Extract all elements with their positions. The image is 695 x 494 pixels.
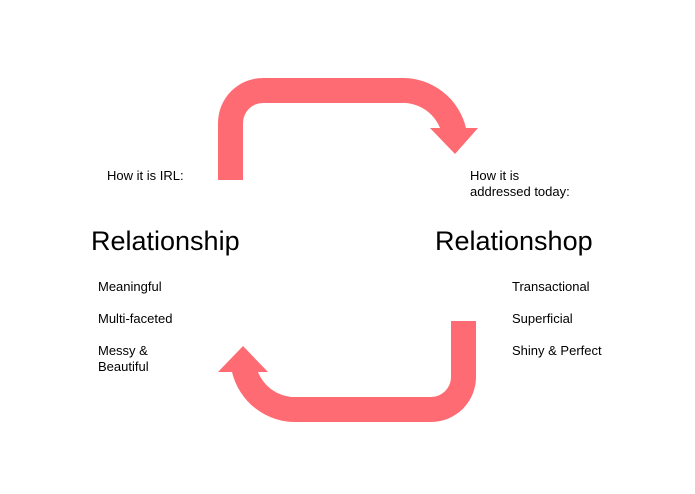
trait-meaningful: Meaningful [98, 279, 162, 294]
bottom-curved-arrow [218, 321, 476, 423]
irl-caption: How it is IRL: [107, 168, 184, 183]
trait-superficial: Superficial [512, 311, 573, 326]
trait-multi-faceted: Multi-faceted [98, 311, 173, 326]
relationshop-title: Relationshop [435, 226, 593, 256]
top-curved-arrow [218, 77, 478, 180]
relationshop-traits-list: Transactional Superficial Shiny & Perfec… [512, 279, 602, 375]
today-caption: How it is addressed today: [470, 168, 570, 199]
relationship-title: Relationship [91, 226, 240, 256]
trait-shiny-perfect: Shiny & Perfect [512, 343, 602, 358]
relationship-traits-list: Meaningful Multi-faceted Messy & Beautif… [98, 279, 172, 391]
trait-transactional: Transactional [512, 279, 590, 294]
trait-messy-beautiful: Messy & Beautiful [98, 343, 149, 374]
